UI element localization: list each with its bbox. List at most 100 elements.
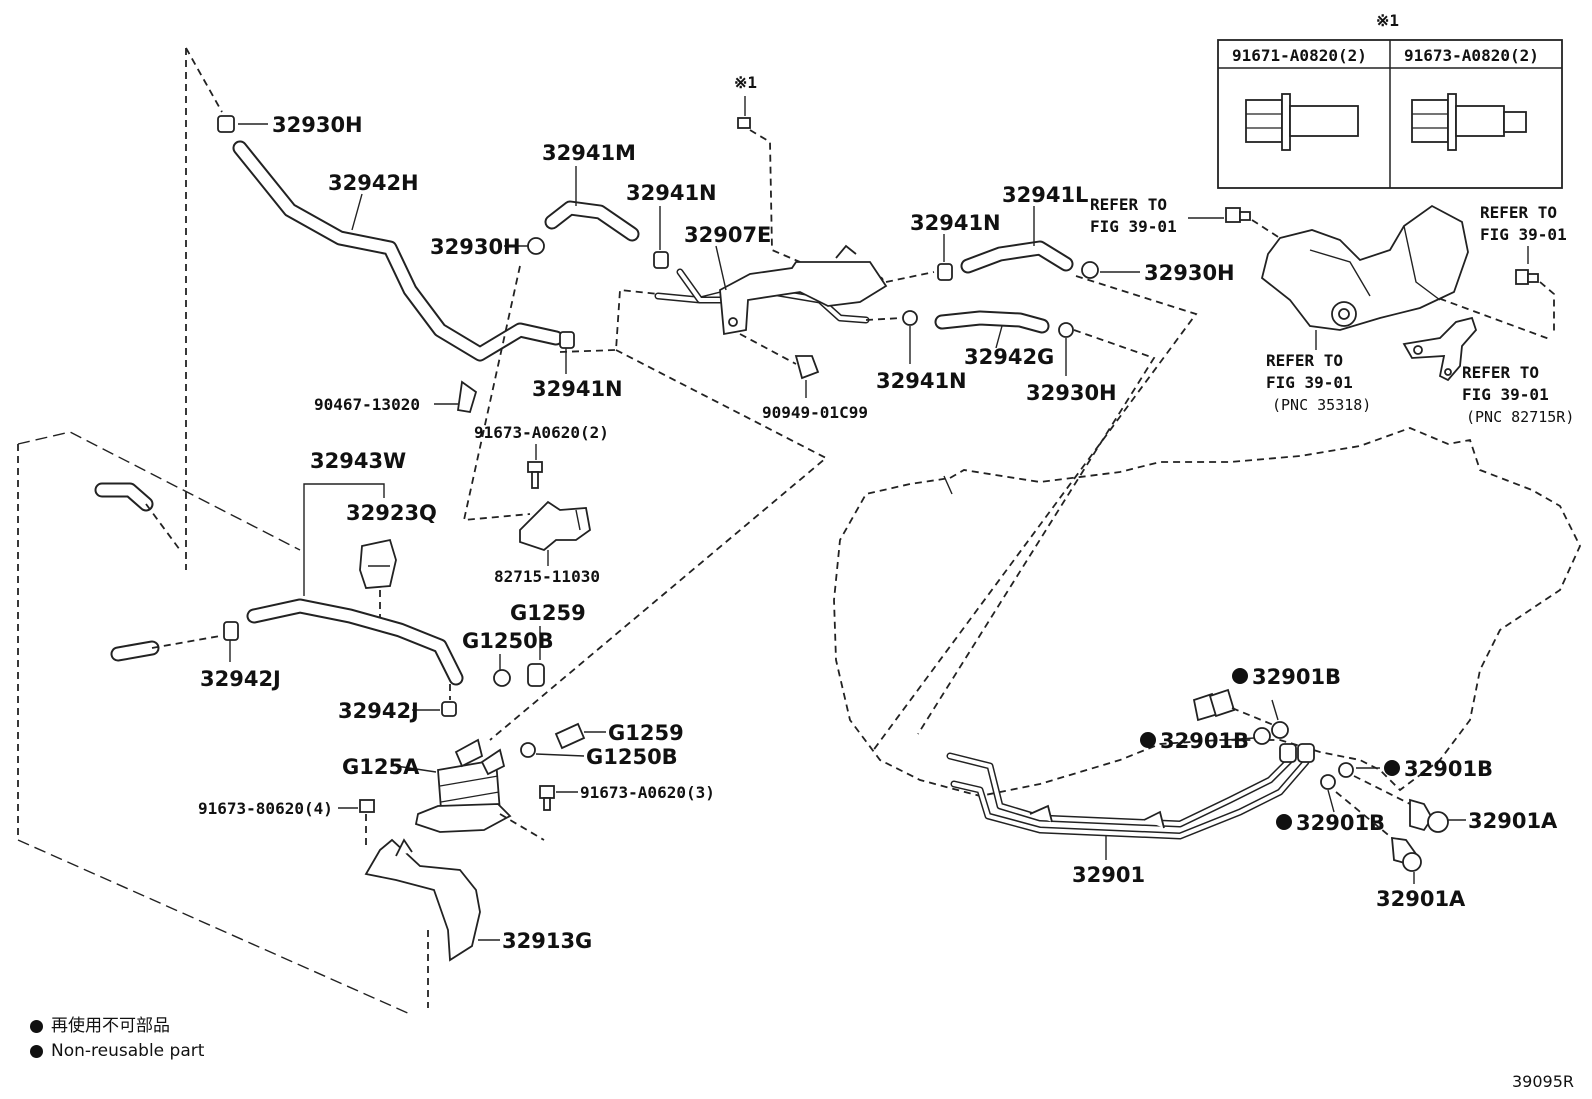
label-32930H-b: 32930H (430, 235, 521, 259)
bolt-icon (1515, 269, 1539, 285)
refer-fig-label-3: FIG 39-01 (1266, 373, 1353, 392)
clamp-icon (223, 621, 239, 641)
note-mark: ※1 (734, 73, 757, 92)
clamp-icon (527, 237, 545, 255)
label-G1259-a: G1259 (510, 601, 586, 625)
washer-icon (1253, 727, 1271, 745)
label-32901B-4: 32901B (1296, 811, 1385, 835)
legend-jp-text: 再使用不可部品 (51, 1016, 170, 1036)
hose-32942G (934, 310, 1050, 334)
clamp-icon (1058, 322, 1074, 338)
refer-pnc-label-4: (PNC 82715R) (1466, 408, 1574, 426)
bolt-icon (359, 799, 375, 813)
diagram-id: 39095R (1511, 1072, 1574, 1091)
label-32907E: 32907E (684, 223, 771, 247)
union-bolt-icon (1391, 836, 1422, 872)
hose-32942H (232, 140, 564, 362)
non-reusable-dot (1384, 760, 1400, 776)
flange-bolt-icon (1245, 93, 1359, 151)
non-reusable-dot-icon (30, 1045, 43, 1058)
refer-fig-label-1: FIG 39-01 (1090, 217, 1177, 236)
legend-row-jp: 再使用不可部品 (30, 1014, 204, 1039)
refer-to-label-1: REFER TO (1090, 195, 1167, 214)
label-90949-01C99: 90949-01C99 (762, 403, 868, 422)
label-32901B-3: 32901B (1404, 757, 1493, 781)
bracket-32913G (364, 838, 481, 962)
clamp-icon (1081, 261, 1099, 279)
washer-icon (1338, 762, 1354, 778)
cap-plug-icon (554, 722, 586, 750)
label-32930H-a: 32930H (272, 113, 363, 137)
radiator-outline (17, 47, 429, 1015)
clamp-icon (217, 115, 235, 133)
refer-to-label-3: REFER TO (1266, 351, 1343, 370)
bolt-icon (539, 785, 555, 811)
label-G125A: G125A (342, 755, 420, 779)
non-reusable-dot-icon (30, 1020, 43, 1033)
inset-note-mark: ※1 (1376, 11, 1399, 30)
cap-plug-icon (527, 663, 545, 687)
label-91673-A0620-2: 91673-A0620(2) (474, 423, 609, 442)
label-32941M: 32941M (542, 141, 636, 165)
label-32942J-b: 32942J (338, 699, 419, 723)
label-32942H: 32942H (328, 171, 419, 195)
cooler-tube-32901 (946, 743, 1315, 840)
radiator-outlet-pipe (94, 482, 160, 662)
bolt-icon (1225, 207, 1251, 223)
clamp-icon (937, 263, 953, 281)
non-reusable-dot (1276, 814, 1292, 830)
transmission-bracket-35318 (1260, 204, 1469, 331)
washer-icon (1271, 721, 1289, 739)
label-32941N-a: 32941N (626, 181, 717, 205)
label-32901A-2: 32901A (1376, 887, 1466, 911)
label-32913G: 32913G (502, 929, 592, 953)
label-32942J-a: 32942J (200, 667, 281, 691)
non-reusable-dot (1232, 668, 1248, 684)
pipe-bracket-32907E (654, 244, 888, 336)
refer-fig-label-4: FIG 39-01 (1462, 385, 1549, 404)
clip-icon (456, 380, 478, 414)
washer-icon (1320, 774, 1336, 790)
union-bolt-icon (1409, 798, 1449, 833)
label-G1250B-b: G1250B (586, 745, 678, 769)
stud-bolt-icon (1411, 93, 1527, 151)
label-32901A-1: 32901A (1468, 809, 1558, 833)
label-91673-A0620-3: 91673-A0620(3) (580, 783, 715, 802)
hose-32941L (960, 240, 1074, 274)
clamp-icon (559, 331, 575, 349)
label-32930H-d: 32930H (1026, 381, 1117, 405)
label-32941N-c: 32941N (876, 369, 967, 393)
hose-32941M (544, 200, 640, 242)
label-G1250B-a: G1250B (462, 629, 554, 653)
label-90467-13020: 90467-13020 (314, 395, 420, 414)
legend: 再使用不可部品 Non-reusable part (30, 1014, 204, 1064)
refer-fig-label-2: FIG 39-01 (1480, 225, 1567, 244)
label-32941N-b: 32941N (910, 211, 1001, 235)
non-reusable-dot (1140, 732, 1156, 748)
label-G1259-b: G1259 (608, 721, 684, 745)
clamp-icon (902, 310, 918, 326)
clamp-icon (653, 251, 669, 269)
label-32901B-1: 32901B (1252, 665, 1341, 689)
legend-en-text: Non-reusable part (51, 1041, 205, 1061)
refer-to-label-2: REFER TO (1480, 203, 1557, 222)
label-32930H-c: 32930H (1144, 261, 1235, 285)
inset-left-part-number: 91671-A0820(2) (1232, 46, 1367, 65)
support-bracket-82715R (1402, 316, 1478, 382)
label-32941N-d: 32941N (532, 377, 623, 401)
label-32901: 32901 (1072, 863, 1145, 887)
bolt-icon (737, 117, 751, 129)
refer-to-label-4: REFER TO (1462, 363, 1539, 382)
hose-32943W (246, 598, 464, 686)
clamp-icon (493, 669, 511, 687)
oil-cooler-G125A (414, 738, 512, 833)
label-32901B-2: 32901B (1160, 729, 1249, 753)
legend-row-en: Non-reusable part (30, 1039, 204, 1064)
label-32941L: 32941L (1002, 183, 1088, 207)
inset-right-part-number: 91673-A0820(2) (1404, 46, 1539, 65)
label-91673-80620-4: 91673-80620(4) (198, 799, 333, 818)
bracket-82715-11030 (519, 500, 591, 552)
label-32923Q: 32923Q (346, 501, 437, 525)
clip-icon (794, 355, 820, 380)
label-32942G: 32942G (964, 345, 1054, 369)
